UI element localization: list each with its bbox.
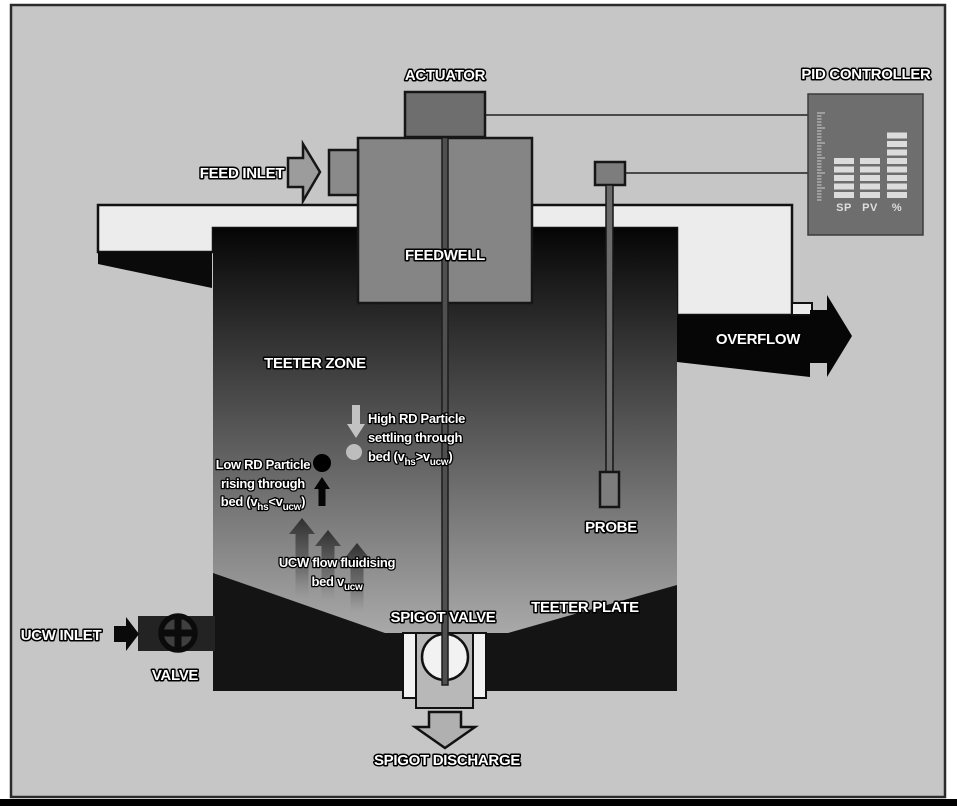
feed-inlet-label: FEED INLET — [200, 165, 285, 182]
pid-bar-segment — [887, 149, 907, 156]
actuator-body — [403, 90, 487, 139]
valve-label: VALVE — [152, 667, 199, 684]
teeter-plate-label: TEETER PLATE — [531, 599, 639, 616]
svg-text:UCW flow fluidising: UCW flow fluidising — [279, 555, 396, 570]
pid-bar-segment — [887, 158, 907, 164]
actuator-label: ACTUATOR — [405, 67, 486, 84]
pid-bar-segment — [834, 183, 854, 190]
ucw-flow-arrow-icon — [289, 518, 315, 598]
pid-bargraph — [834, 132, 907, 198]
pid-bar-label-pct: % — [892, 202, 902, 214]
launder-underside-wedge — [98, 252, 212, 288]
probe-label: PROBE — [585, 519, 637, 536]
svg-text:bed (vhs<vucw): bed (vhs<vucw) — [221, 494, 305, 513]
svg-text:High RD Particle: High RD Particle — [368, 411, 465, 426]
pid-bar-segment — [887, 132, 907, 139]
pid-bar-segment — [860, 192, 880, 198]
overflow-arrow-icon — [810, 295, 852, 377]
probe-rod — [605, 184, 614, 473]
pid-bar-segment — [887, 192, 907, 198]
pid-bar-segment — [887, 175, 907, 181]
pid-controller-label: PID CONTROLLER — [801, 66, 931, 83]
ucw-inlet-label: UCW INLET — [21, 627, 102, 644]
svg-text:bed (vhs>vucw): bed (vhs>vucw) — [368, 449, 452, 468]
spigot-flange-right — [472, 632, 487, 699]
svg-text:settling through: settling through — [368, 430, 462, 445]
pid-bar-segment — [834, 158, 854, 164]
ucw-flow-arrow-icon — [344, 543, 370, 612]
probe-tip — [598, 470, 621, 509]
svg-text:rising through: rising through — [221, 476, 305, 491]
spigot-discharge-arrow-icon — [411, 710, 479, 750]
high-rd-annotation: High RD Particle settling through bed (v… — [367, 410, 467, 470]
pid-bar-segment — [834, 192, 854, 198]
ucw-flow-annotation: UCW flow fluidising bed vucw — [278, 554, 398, 595]
probe-head — [593, 160, 627, 187]
feed-inlet-pipe — [327, 148, 360, 197]
high-rd-particle-icon — [346, 444, 362, 460]
svg-text:Low RD Particle: Low RD Particle — [216, 457, 311, 472]
feed-inlet-arrow-icon — [286, 139, 322, 206]
pid-bar-segment — [834, 166, 854, 173]
low-rd-annotation: Low RD Particle rising through bed (vhs<… — [214, 456, 311, 515]
feedwell-label: FEEDWELL — [405, 247, 485, 264]
pid-bar-segment — [860, 166, 880, 173]
settling-arrow-icon — [347, 405, 365, 438]
spigot-valve-label: SPIGOT VALVE — [390, 609, 495, 626]
teeter-zone-label: TEETER ZONE — [264, 355, 366, 372]
pid-controller-box — [807, 93, 924, 236]
pid-bar-segment — [834, 175, 854, 181]
pid-bar-label-pv: PV — [862, 202, 878, 214]
overflow-label: OVERFLOW — [716, 331, 801, 348]
rising-arrow-icon — [314, 477, 330, 506]
spigot-discharge-label: SPIGOT DISCHARGE — [374, 752, 520, 769]
spigot-flange-left — [402, 632, 417, 699]
overflow-chute — [677, 315, 810, 377]
pid-bar-segment — [860, 158, 880, 164]
overflow-lip — [791, 302, 813, 316]
pid-scale-ruler — [817, 112, 825, 201]
pid-bar-segment — [887, 141, 907, 147]
pid-bar-label-sp: SP — [836, 202, 852, 214]
pid-bar-segment — [887, 183, 907, 190]
pid-bar-segment — [860, 183, 880, 190]
pid-bar-segment — [860, 175, 880, 181]
svg-text:bed vucw: bed vucw — [311, 574, 363, 593]
ucw-flow-arrow-icon — [315, 530, 341, 600]
pid-bar-segment — [887, 166, 907, 173]
ucw-inlet-arrow-icon — [114, 617, 139, 651]
page-bottom-rule — [0, 799, 957, 806]
low-rd-particle-icon — [313, 454, 331, 472]
